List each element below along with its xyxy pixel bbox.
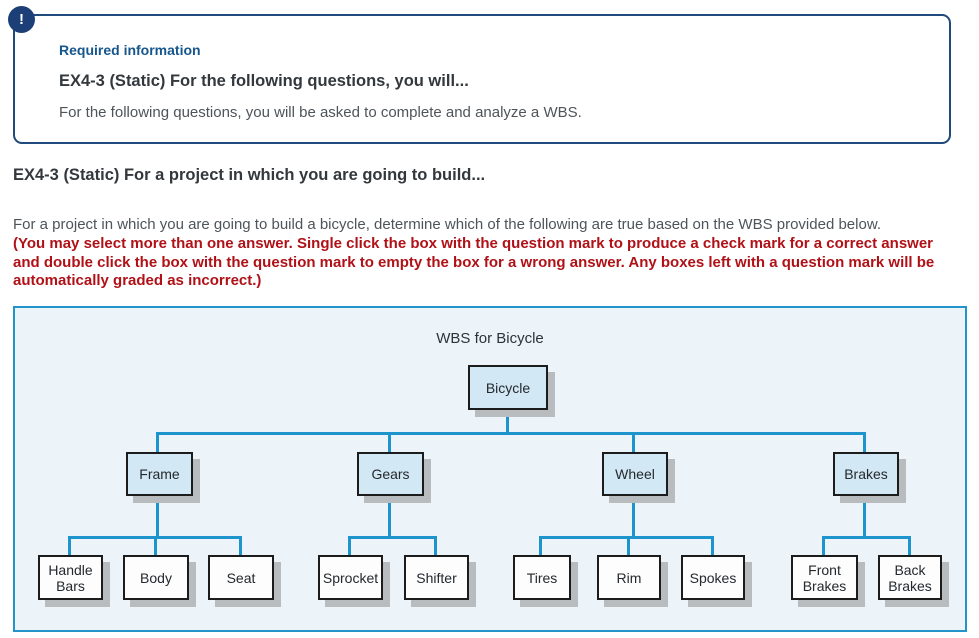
connector-stub-rim: [627, 536, 630, 557]
connector-wheel-children-horizontal: [539, 536, 714, 539]
wbs-diagram-panel: WBS for Bicycle Bicycle Frame Gears Whee…: [13, 306, 967, 632]
connector-stub-body: [154, 536, 157, 557]
connector-level1-horizontal: [156, 432, 866, 435]
connector-stub-tires: [539, 536, 542, 557]
wbs-node-brakes: Brakes: [833, 452, 899, 496]
wbs-node-spokes: Spokes: [681, 555, 745, 600]
connector-stub-seat: [239, 536, 242, 557]
exercise-set-title: EX4-3 (Static) For the following questio…: [59, 72, 469, 90]
wbs-node-shifter: Shifter: [404, 555, 469, 600]
connector-stub-handlebars: [68, 536, 71, 557]
wbs-node-wheel: Wheel: [602, 452, 668, 496]
wbs-node-tires: Tires: [513, 555, 571, 600]
wbs-node-back-brakes: Back Brakes: [878, 555, 942, 600]
required-information-label: Required information: [59, 42, 201, 58]
wbs-node-front-brakes: Front Brakes: [791, 555, 858, 600]
wbs-node-sprocket: Sprocket: [318, 555, 383, 600]
connector-stub-back-brakes: [908, 536, 911, 557]
question-heading: EX4-3 (Static) For a project in which yo…: [13, 166, 486, 184]
connector-stub-sprocket: [348, 536, 351, 557]
exercise-set-description: For the following questions, you will be…: [59, 104, 582, 121]
wbs-node-seat: Seat: [208, 555, 274, 600]
wbs-node-frame: Frame: [126, 452, 193, 496]
connector-brakes-children-horizontal: [822, 536, 911, 539]
connector-stub-spokes: [711, 536, 714, 557]
connector-stub-front-brakes: [822, 536, 825, 557]
wbs-node-gears: Gears: [357, 452, 424, 496]
wbs-node-body: Body: [123, 555, 189, 600]
connector-stub-shifter: [434, 536, 437, 557]
wbs-diagram-title: WBS for Bicycle: [436, 330, 544, 347]
wbs-node-rim: Rim: [597, 555, 661, 600]
wbs-node-bicycle: Bicycle: [468, 365, 548, 410]
wbs-node-handle-bars: Handle Bars: [38, 555, 103, 600]
connector-gears-children-horizontal: [348, 536, 437, 539]
required-information-box: Required information EX4-3 (Static) For …: [13, 14, 951, 144]
exclamation-icon: !: [8, 6, 35, 33]
question-prompt: For a project in which you are going to …: [13, 216, 881, 233]
question-instructions-warning: (You may select more than one answer. Si…: [13, 235, 935, 289]
connector-root-vertical: [506, 410, 509, 435]
